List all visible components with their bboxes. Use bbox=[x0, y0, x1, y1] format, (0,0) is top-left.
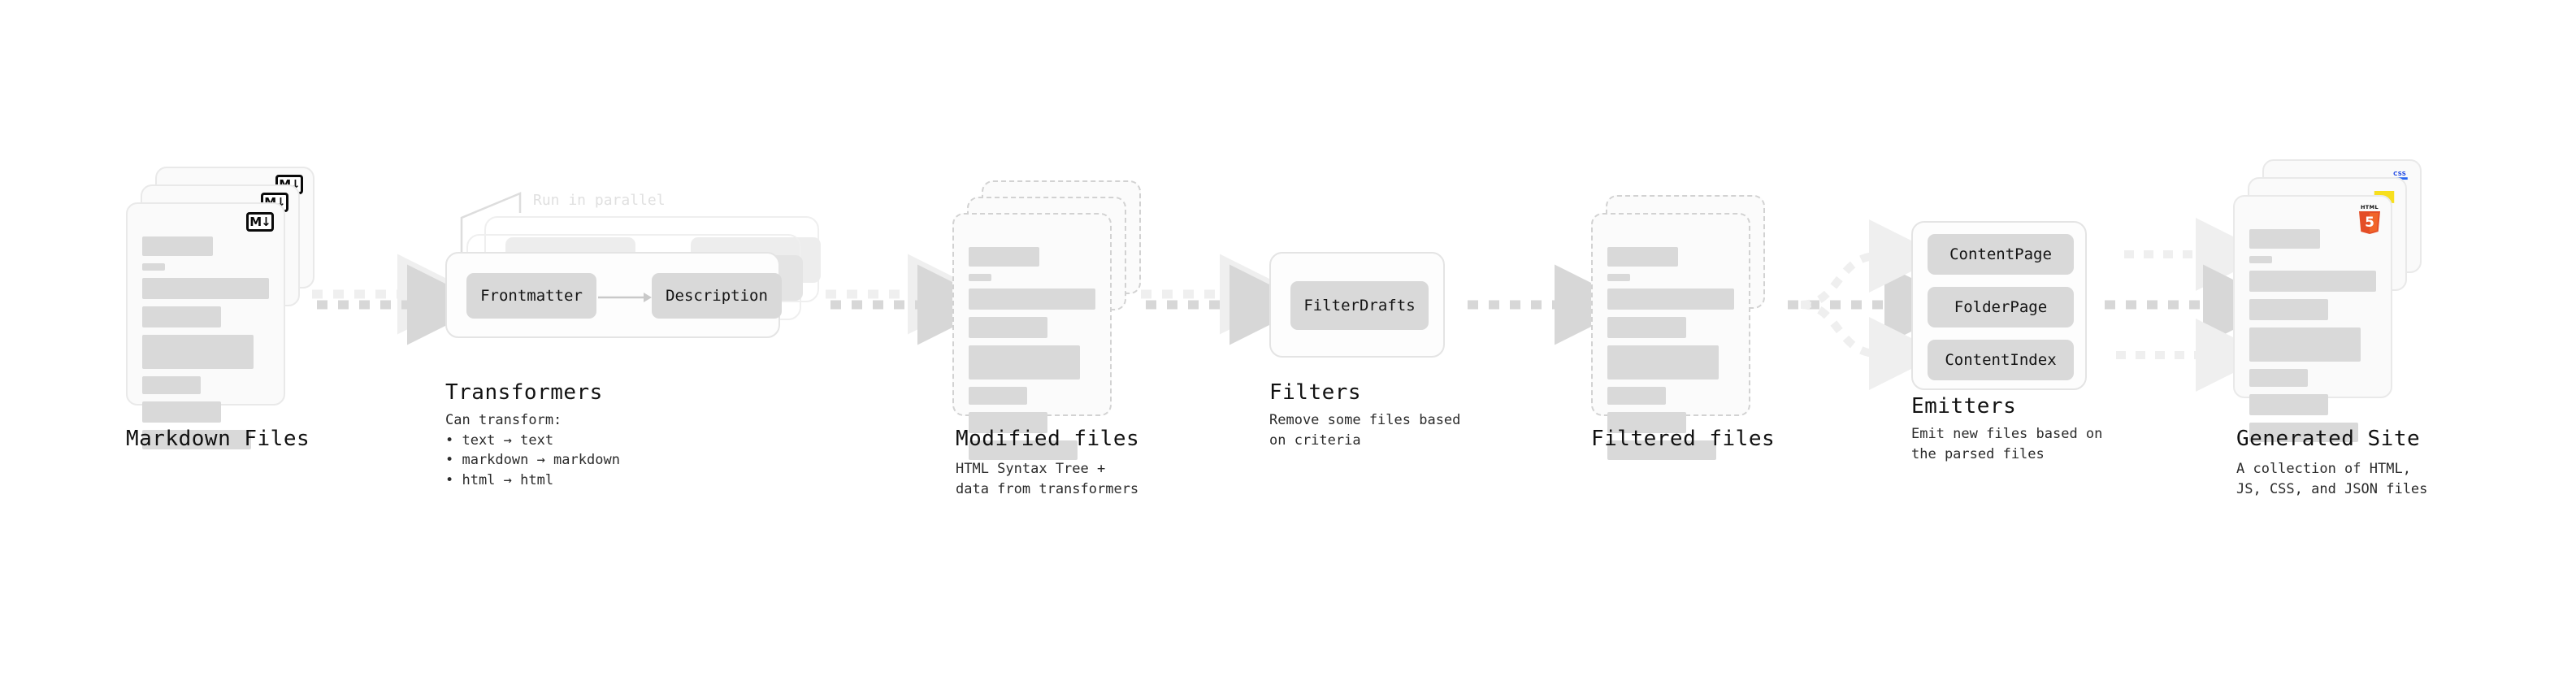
card-placeholder-lines bbox=[969, 247, 1095, 467]
svg-text:HTML: HTML bbox=[2361, 204, 2379, 210]
emitter-pill-folderpage[interactable]: FolderPage bbox=[1928, 287, 2074, 327]
svg-text:CSS: CSS bbox=[2393, 170, 2406, 177]
stage-title-transformers: Transformers bbox=[445, 380, 603, 405]
stage-desc-generated-site: A collection of HTML, JS, CSS, and JSON … bbox=[2236, 461, 2428, 497]
transformer-pill-description[interactable]: Description bbox=[652, 273, 782, 319]
svg-text:5: 5 bbox=[2365, 215, 2374, 231]
stage-title-generated-site: Generated Site bbox=[2236, 427, 2421, 451]
transformer-pill-frontmatter[interactable]: Frontmatter bbox=[466, 273, 596, 319]
md-badge: M↓ bbox=[246, 212, 274, 232]
modified-card-front bbox=[952, 213, 1112, 460]
emitters-box: ContentPage FolderPage ContentIndex bbox=[1911, 221, 2087, 390]
card-placeholder-lines bbox=[2249, 229, 2376, 449]
stage-title-markdown-files: Markdown Files bbox=[126, 427, 310, 451]
markdown-card-front: M↓ bbox=[126, 202, 285, 449]
stage-desc-filters: Remove some files based on criteria bbox=[1269, 412, 1461, 449]
stage-desc-emitters: Emit new files based on the parsed files bbox=[1911, 426, 2103, 462]
connector-md-to-transformers bbox=[312, 254, 488, 345]
filtered-card-front bbox=[1591, 213, 1750, 460]
stage-desc-modified-files: HTML Syntax Tree + data from transformer… bbox=[956, 461, 1139, 497]
emitter-pill-contentindex[interactable]: ContentIndex bbox=[1928, 340, 2074, 380]
run-in-parallel-note: Run in parallel bbox=[533, 192, 666, 209]
stage-title-emitters: Emitters bbox=[1911, 394, 2017, 419]
card-placeholder-lines bbox=[1607, 247, 1734, 467]
stage-title-filters: Filters bbox=[1269, 380, 1362, 405]
inner-flow-arrow bbox=[598, 293, 652, 302]
stage-title-modified-files: Modified files bbox=[956, 427, 1140, 451]
filter-pill-filterdrafts[interactable]: FilterDrafts bbox=[1290, 281, 1429, 330]
html5-icon: HTML 5 bbox=[2359, 204, 2380, 234]
connector-transformers-to-modified bbox=[826, 254, 998, 345]
transformer-layer-front: Frontmatter Description bbox=[445, 252, 782, 338]
stage-title-filtered-files: Filtered files bbox=[1591, 427, 1776, 451]
card-placeholder-lines bbox=[142, 236, 269, 457]
connector-modified-to-filters bbox=[1141, 254, 1310, 345]
connector-emitters-to-site bbox=[2105, 218, 2283, 392]
filters-box: FilterDrafts bbox=[1269, 252, 1445, 358]
emitter-pill-contentpage[interactable]: ContentPage bbox=[1928, 234, 2074, 275]
connector-filtered-to-emitters bbox=[1788, 219, 1965, 390]
site-card-front: HTML 5 bbox=[2233, 195, 2392, 442]
stage-desc-transformers: Can transform: • text → text • markdown … bbox=[445, 412, 620, 488]
